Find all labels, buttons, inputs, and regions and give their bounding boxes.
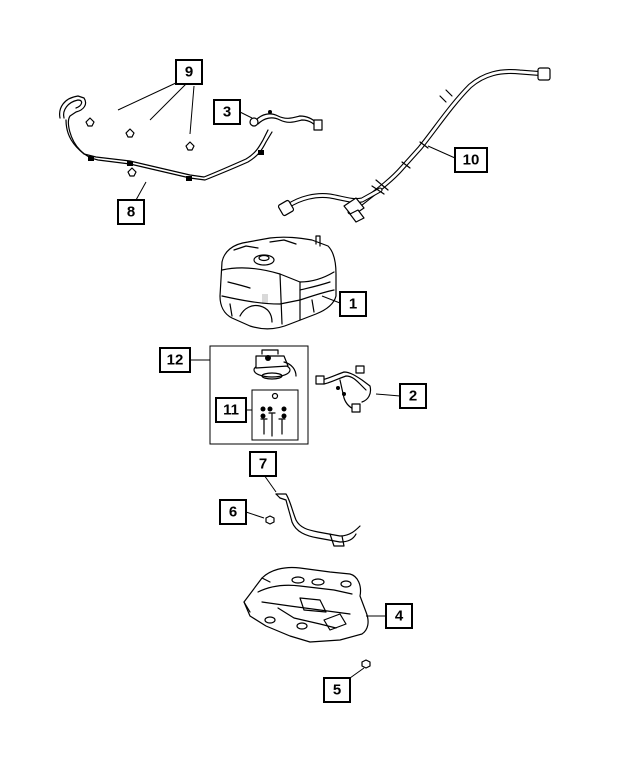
clip [88, 156, 94, 161]
callout-label: 6 [229, 504, 237, 521]
clip [186, 176, 192, 181]
fuel-filler-tube [277, 67, 551, 223]
callout-label: 3 [223, 104, 231, 121]
callout-1[interactable]: 1 [339, 291, 367, 317]
sensor-harness [249, 110, 323, 131]
callout-label: 1 [349, 296, 357, 313]
callout-7[interactable]: 7 [249, 451, 277, 477]
nut [361, 659, 371, 669]
callout-11[interactable]: 11 [215, 397, 247, 423]
callout-5[interactable]: 5 [323, 677, 351, 703]
leader-lines [117, 81, 456, 679]
callout-label: 8 [127, 204, 135, 221]
callout-label: 9 [185, 64, 193, 81]
clip [127, 161, 133, 166]
hardware-kit [260, 392, 287, 437]
tank-strap [275, 493, 361, 547]
fuel-tank [219, 235, 337, 330]
callout-label: 4 [395, 608, 404, 625]
callout-label: 2 [409, 388, 417, 405]
callout-8[interactable]: 8 [117, 199, 145, 225]
clip [258, 150, 264, 155]
fuel-pump-kit-frame [209, 345, 309, 445]
callout-label: 11 [223, 402, 239, 419]
push-pin [185, 141, 195, 151]
callout-label: 5 [333, 682, 341, 699]
vent-line-assembly [59, 95, 273, 181]
callout-label: 12 [167, 352, 184, 369]
callout-10[interactable]: 10 [454, 147, 488, 173]
callout-12[interactable]: 12 [159, 347, 191, 373]
skid-plate [243, 566, 369, 643]
callout-9[interactable]: 9 [175, 59, 203, 85]
wiring-harness [315, 365, 372, 413]
callout-label: 10 [463, 152, 480, 169]
nut [265, 515, 275, 525]
callout-6[interactable]: 6 [219, 499, 247, 525]
push-pin [127, 167, 137, 177]
callout-2[interactable]: 2 [399, 383, 427, 409]
callout-4[interactable]: 4 [385, 603, 413, 629]
callout-3[interactable]: 3 [213, 99, 241, 125]
fuel-pump-module [253, 349, 297, 380]
callout-label: 7 [259, 456, 267, 473]
push-pin [85, 117, 95, 127]
push-pin [125, 128, 135, 138]
